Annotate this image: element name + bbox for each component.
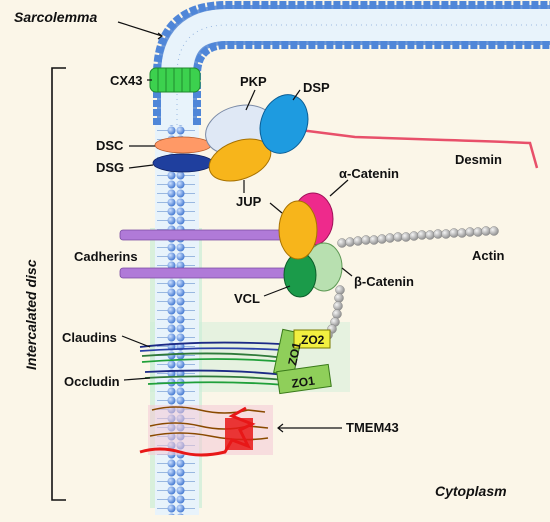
leader-lines <box>117 21 353 433</box>
label-zo1-lower: ZO1 <box>291 374 316 391</box>
label-zo1-upper: ZO1 <box>285 341 304 367</box>
zo2-box <box>293 329 331 349</box>
label-vcl: VCL <box>234 291 260 306</box>
jup-adherens-protein <box>278 200 318 260</box>
label-dsc: DSC <box>96 138 124 153</box>
cadherin-rod-lower <box>119 267 301 279</box>
label-desmin: Desmin <box>455 152 502 167</box>
actin-filament <box>323 226 499 340</box>
label-cx43: CX43 <box>110 73 143 88</box>
dsp-protein <box>259 94 309 154</box>
label-sarcolemma: Sarcolemma <box>14 9 97 25</box>
label-alpha-catenin: α-Catenin <box>339 166 399 181</box>
label-dsp: DSP <box>303 80 330 95</box>
label-cytoplasm: Cytoplasm <box>435 483 507 499</box>
vcl-protein <box>283 252 317 298</box>
label-pkp: PKP <box>240 74 267 89</box>
label-actin: Actin <box>472 248 505 263</box>
label-jup: JUP <box>236 194 262 209</box>
tmem43-protein <box>139 405 273 457</box>
label-intercalated-disc: Intercalated disc <box>23 259 39 370</box>
label-claudins: Claudins <box>62 330 117 345</box>
label-zo2: ZO2 <box>301 333 325 347</box>
claudin-strands <box>139 341 286 386</box>
zo1-lower-box <box>276 363 332 395</box>
label-occludin: Occludin <box>64 374 120 389</box>
intercalated-disc-bracket <box>51 67 66 501</box>
cadherin-rod-upper <box>119 229 301 241</box>
label-dsg: DSG <box>96 160 124 175</box>
label-cadherins: Cadherins <box>74 249 138 264</box>
label-beta-catenin: β-Catenin <box>354 274 414 289</box>
dsg-protein <box>152 153 214 173</box>
desmin-filament <box>299 128 539 169</box>
dsc-protein <box>154 136 212 154</box>
cx43-channel <box>149 67 201 93</box>
label-tmem43: TMEM43 <box>346 420 399 435</box>
